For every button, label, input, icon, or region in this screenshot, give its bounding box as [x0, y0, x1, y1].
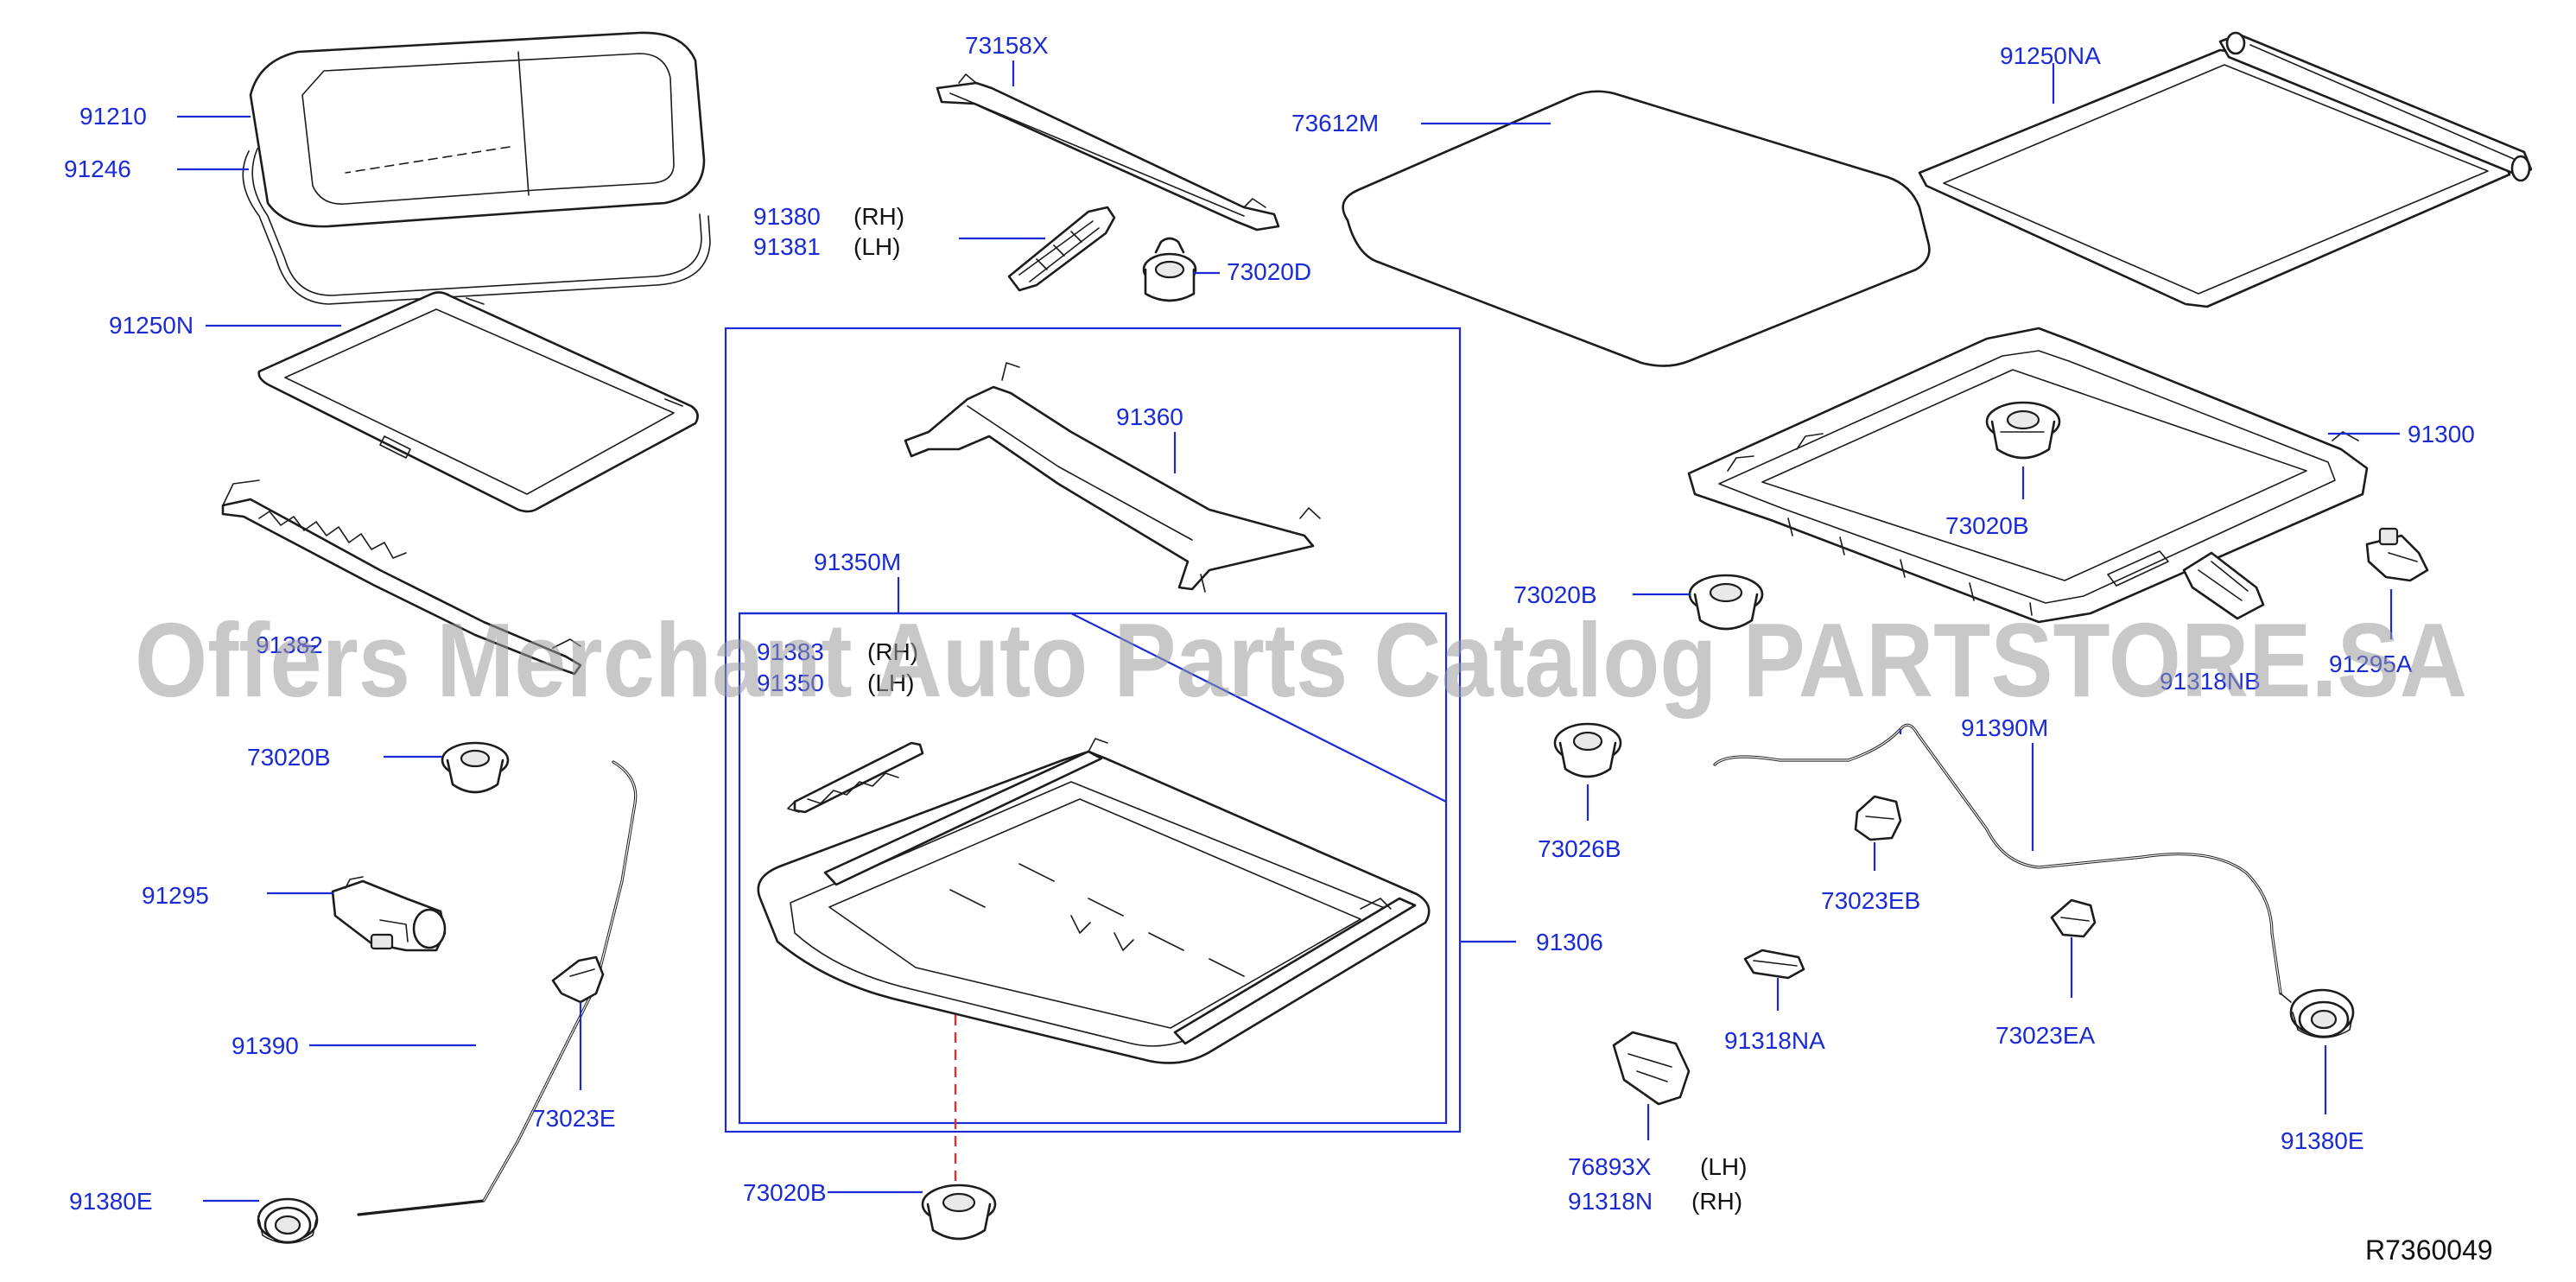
- label-91250N[interactable]: 91250N: [109, 312, 194, 339]
- clip-73023EA: [2050, 898, 2097, 938]
- label-73023EB[interactable]: 73023EB: [1821, 887, 1920, 914]
- bracket-76893X: [1612, 1031, 1691, 1106]
- bracket-91318NB: [2182, 551, 2265, 620]
- label-73023E[interactable]: 73023E: [532, 1105, 616, 1132]
- assembly-box-91306: [724, 327, 1462, 1133]
- leader-lines: [177, 60, 2400, 1203]
- label-91390M[interactable]: 91390M: [1961, 714, 2048, 741]
- label-91390[interactable]: 91390: [232, 1032, 299, 1059]
- label-91350[interactable]: 91350: [757, 670, 824, 696]
- bracket-91318NA: [1743, 949, 1805, 980]
- label-91250NA[interactable]: 91250NA: [2000, 42, 2101, 69]
- motor-91295A: [2365, 527, 2429, 582]
- label-91350M[interactable]: 91350M: [814, 549, 901, 575]
- label-91295A[interactable]: 91295A: [2329, 651, 2413, 677]
- grommet-73020B-top: [1985, 401, 2061, 460]
- label-91382[interactable]: 91382: [256, 631, 323, 658]
- motor-91295: [331, 876, 447, 952]
- label-73023EA[interactable]: 73023EA: [1995, 1022, 2096, 1049]
- frame-assembly-91306: [757, 738, 1431, 1064]
- label-91300[interactable]: 91300: [2408, 421, 2475, 447]
- label-91380[interactable]: 91380: [753, 203, 821, 230]
- label-73020B-top[interactable]: 73020B: [1945, 512, 2029, 539]
- label-73020B-mid[interactable]: 73020B: [1513, 581, 1597, 608]
- label-76893X[interactable]: 76893X: [1568, 1153, 1652, 1180]
- diagram-reference-code: R7360049: [2365, 1234, 2493, 1266]
- label-91350-side: (LH): [867, 670, 914, 696]
- label-91295[interactable]: 91295: [142, 882, 209, 909]
- clip-73023E: [551, 955, 605, 1004]
- label-91360[interactable]: 91360: [1116, 403, 1183, 430]
- wind-deflector-73158X: [936, 73, 1280, 232]
- label-91246[interactable]: 91246: [64, 155, 131, 182]
- label-91318NA[interactable]: 91318NA: [1724, 1027, 1825, 1054]
- drive-cable-91390M: [1713, 723, 2282, 995]
- label-91318N-side: (RH): [1691, 1188, 1742, 1215]
- grommet-73020D: [1142, 237, 1197, 302]
- label-73020B-bottom[interactable]: 73020B: [743, 1179, 827, 1206]
- sunroof-glass-91210: [249, 31, 706, 228]
- label-91380E-right[interactable]: 91380E: [2281, 1127, 2364, 1154]
- grommet-91380E-right: [2280, 988, 2355, 1038]
- drive-cable-91390: [357, 760, 638, 1216]
- label-91383[interactable]: 91383: [757, 638, 824, 665]
- label-73158X[interactable]: 73158X: [965, 32, 1049, 59]
- label-91318N[interactable]: 91318N: [1568, 1188, 1653, 1215]
- label-91381-side: (LH): [853, 233, 900, 260]
- sunroof-frame-91300: [1687, 327, 2369, 624]
- label-91210[interactable]: 91210: [79, 103, 147, 130]
- front-rail-91360: [904, 362, 1321, 593]
- headliner-panel-73612M: [1342, 90, 1931, 367]
- weatherstrip-91246: [242, 148, 711, 305]
- guide-rail-91382: [221, 479, 582, 676]
- label-73612M[interactable]: 73612M: [1291, 110, 1379, 136]
- sunshade-91250N: [257, 291, 699, 513]
- grommet-73020B-bottom: [921, 1184, 997, 1241]
- watermark-text: Offers Merchant Auto Parts Catalog PARTS…: [135, 601, 2467, 719]
- label-73026B[interactable]: 73026B: [1538, 835, 1621, 862]
- deflector-link-91380: [1007, 206, 1116, 292]
- label-91381[interactable]: 91381: [753, 233, 821, 260]
- label-76893X-side: (LH): [1700, 1153, 1747, 1180]
- label-91306[interactable]: 91306: [1536, 929, 1603, 955]
- grommet-73026B: [1553, 722, 1622, 778]
- label-73020D[interactable]: 73020D: [1227, 258, 1311, 285]
- roll-sunshade-91250NA: [1918, 31, 2533, 308]
- clip-73023EB: [1854, 795, 1902, 841]
- grommet-73020B-mid: [1688, 574, 1764, 631]
- link-91383: [787, 741, 924, 814]
- part-labels: 91210 91246 91250N 91382 73158X 91380 (R…: [64, 32, 2475, 1215]
- label-91380-side: (RH): [853, 203, 904, 230]
- grommet-91380E-left: [257, 1197, 319, 1244]
- label-73020B-left[interactable]: 73020B: [247, 744, 331, 771]
- label-91383-side: (RH): [867, 638, 918, 665]
- grommet-73020B-left: [441, 741, 510, 794]
- label-91380E-left[interactable]: 91380E: [69, 1188, 153, 1215]
- label-91318NB[interactable]: 91318NB: [2160, 668, 2261, 695]
